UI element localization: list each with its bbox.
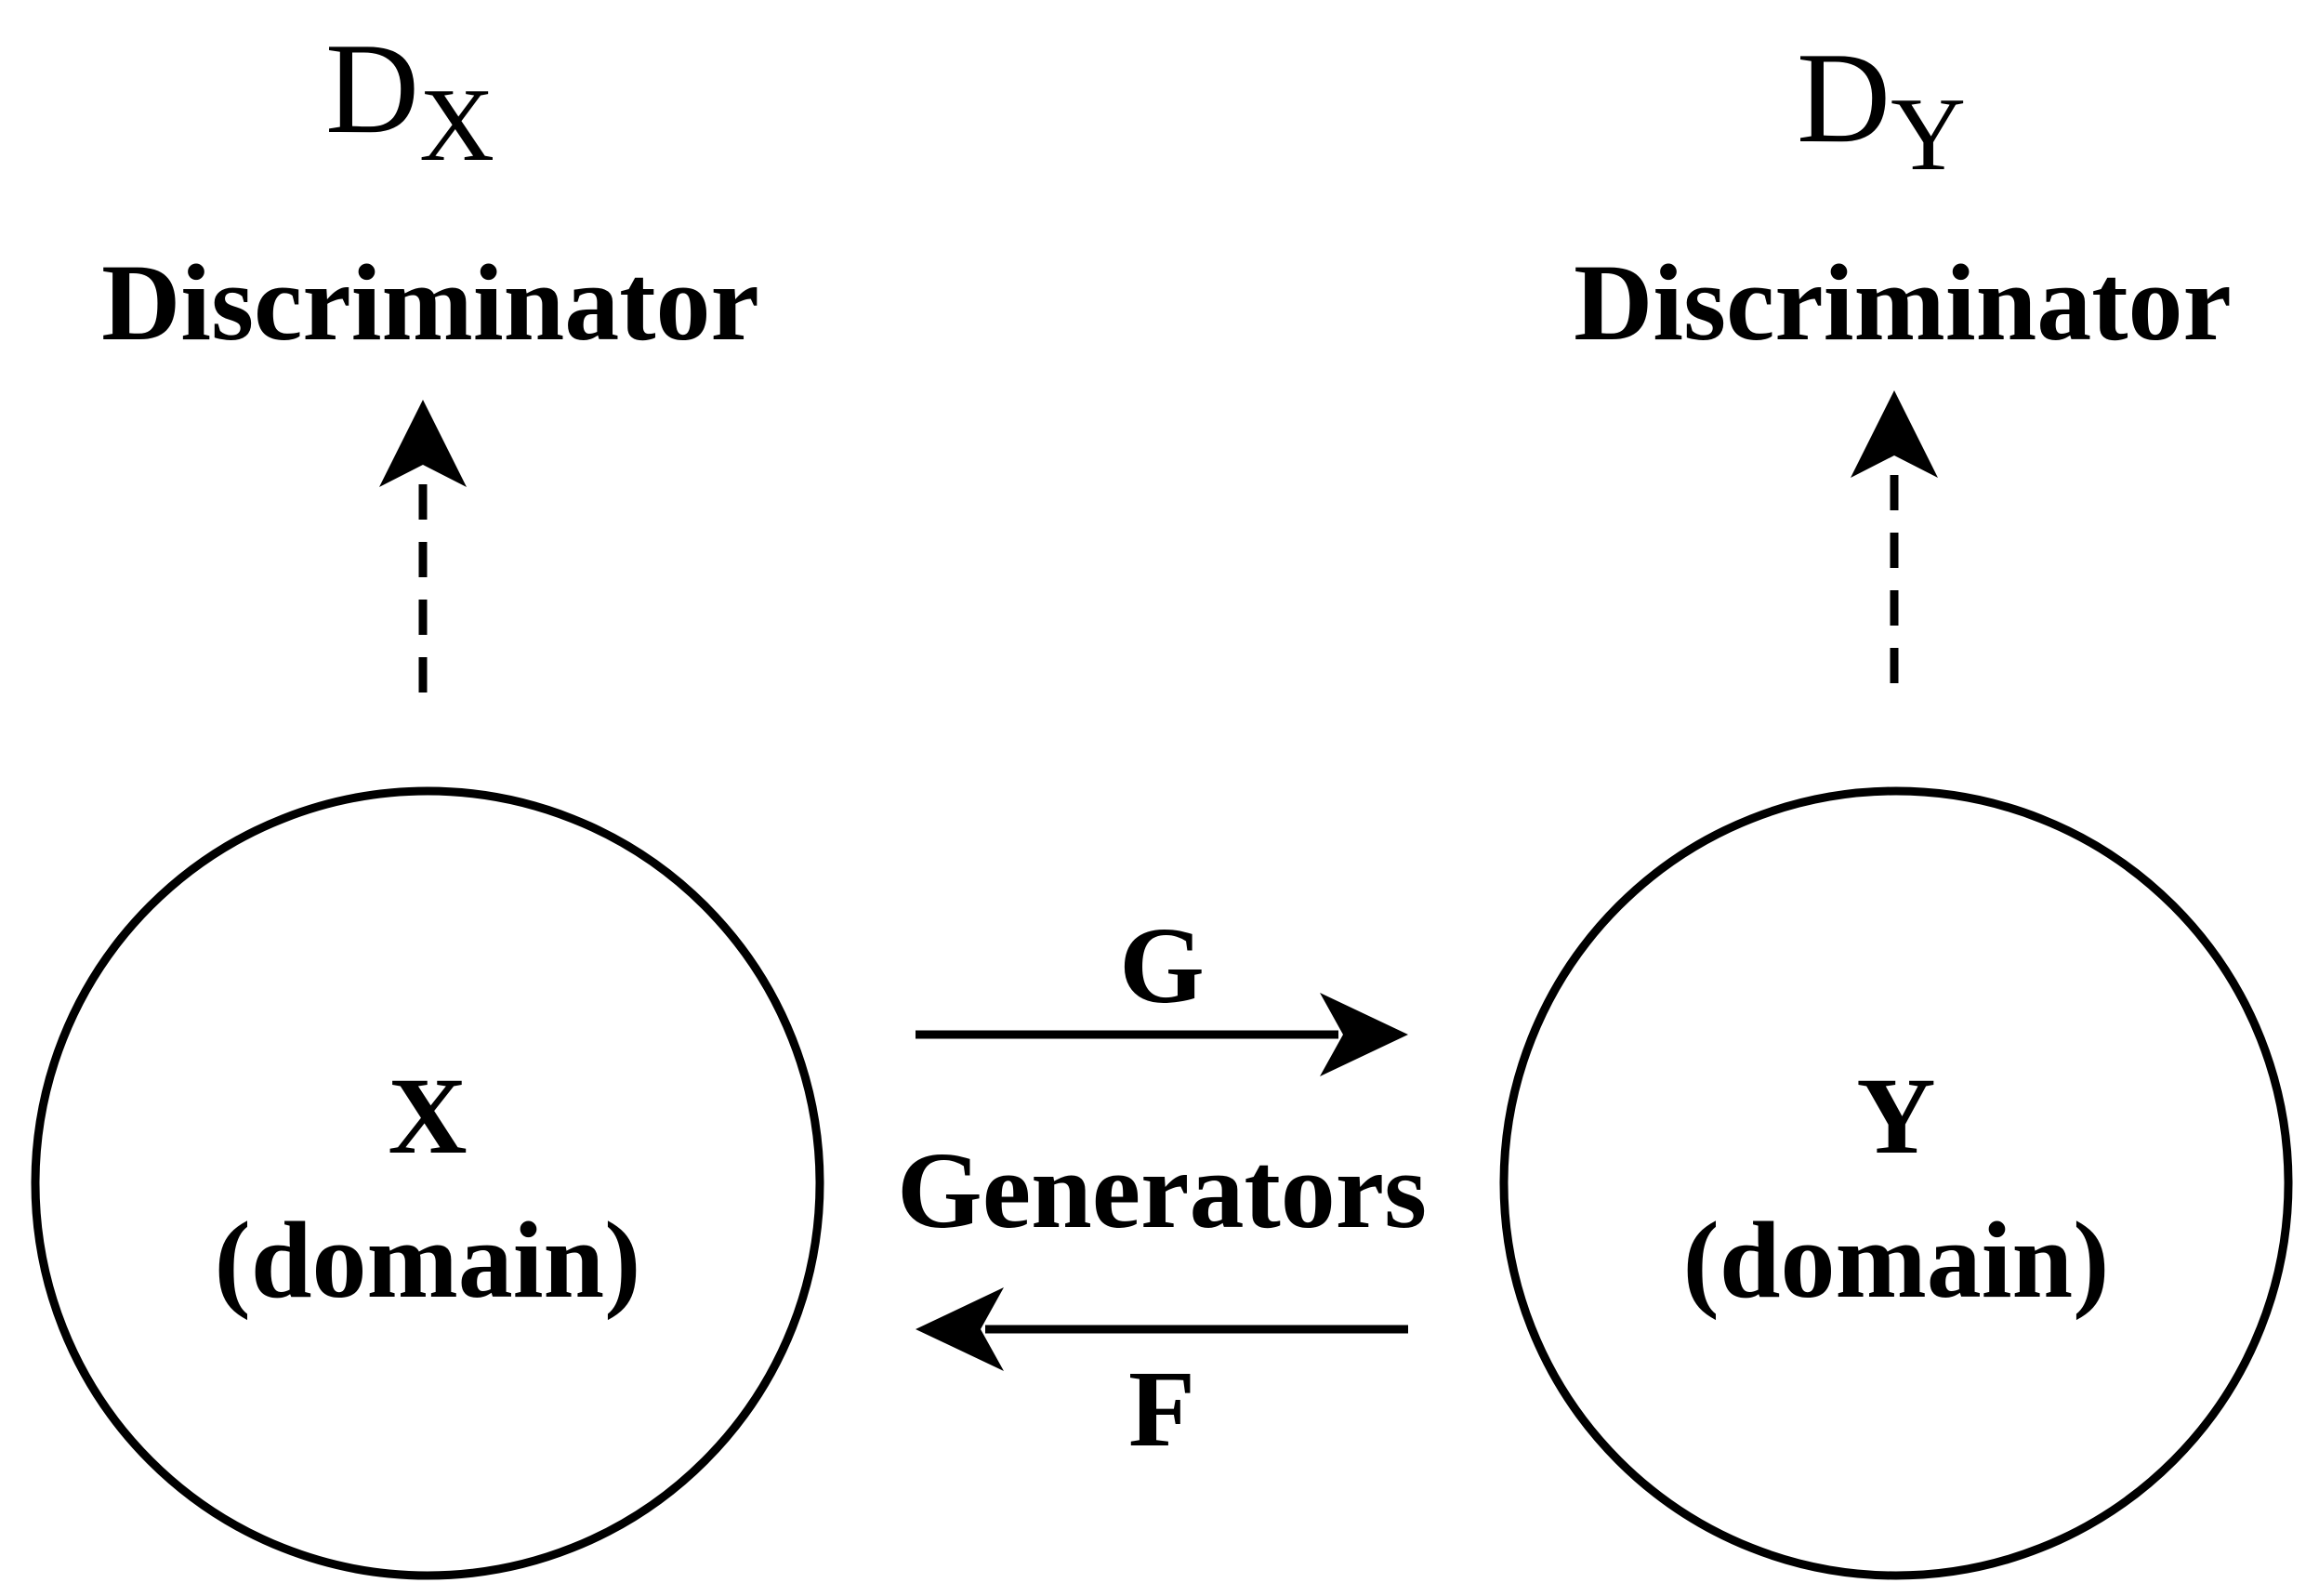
- domain-x-circle: [31, 786, 824, 1580]
- domain-y-circle: [1499, 786, 2293, 1580]
- domain-y-caption: (domain): [1683, 1199, 2110, 1321]
- discriminator-x-arrow: [379, 400, 467, 692]
- discriminator-x-label: Discriminator: [101, 242, 759, 363]
- discriminator-y-label: Discriminator: [1574, 242, 2232, 363]
- generator-f-label: F: [1128, 1348, 1195, 1470]
- generator-g-arrow: [916, 993, 1408, 1076]
- discriminator-x-symbol: DX: [325, 17, 494, 183]
- generators-label: Generators: [897, 1129, 1427, 1251]
- discriminator-y-symbol: DY: [1797, 26, 1966, 192]
- domain-y-name: Y: [1856, 1055, 1935, 1177]
- discriminator-x-subscript: X: [419, 68, 494, 183]
- generator-g-label: G: [1119, 904, 1205, 1026]
- discriminator-y-subscript: Y: [1891, 77, 1966, 192]
- generator-f-arrow: [916, 1287, 1408, 1371]
- domain-x-caption: (domain): [215, 1199, 641, 1321]
- discriminator-x-d: D: [325, 17, 419, 161]
- discriminator-y-d: D: [1797, 26, 1891, 170]
- domain-x-name: X: [388, 1055, 467, 1177]
- discriminator-y-arrow: [1851, 390, 1938, 683]
